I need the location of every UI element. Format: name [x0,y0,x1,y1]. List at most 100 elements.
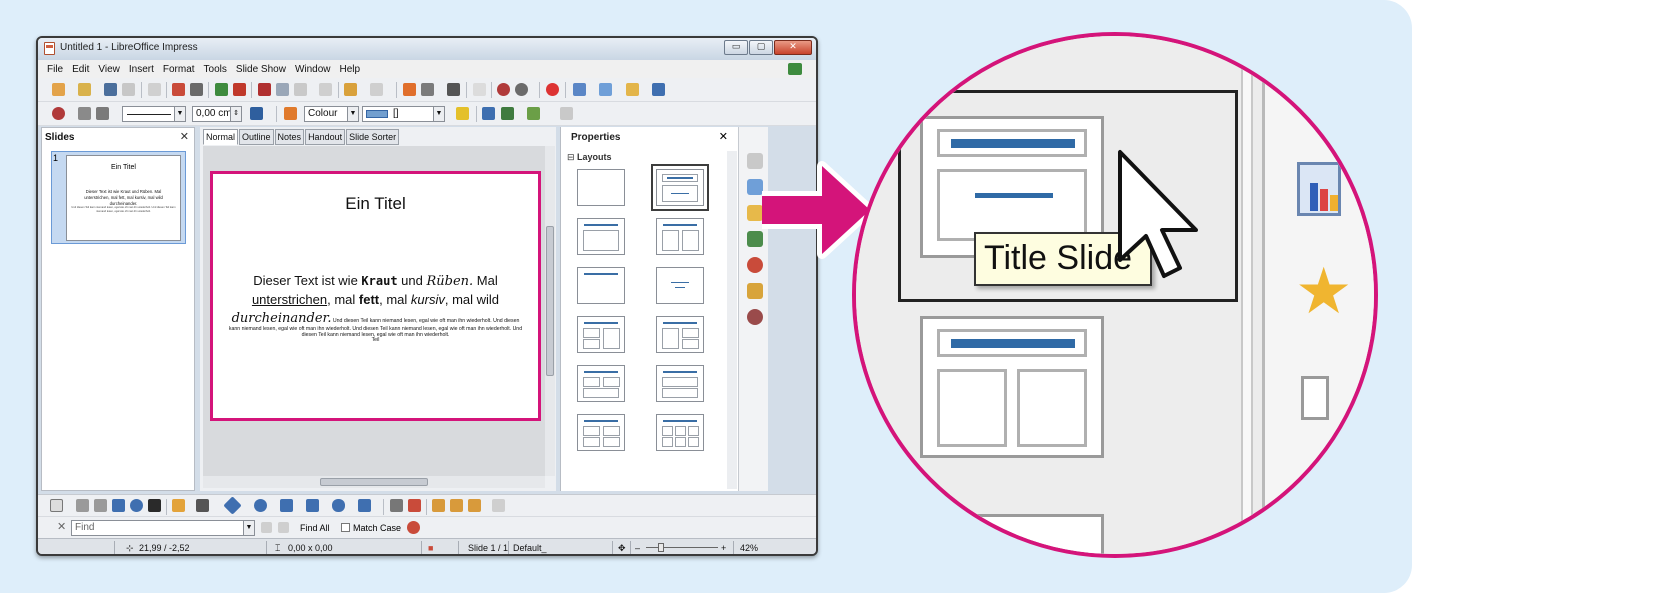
slides-pane-close-icon[interactable]: ✕ [179,130,189,143]
undo-icon[interactable] [344,83,357,96]
arrow-style-icon[interactable] [96,107,109,120]
fit-slide-icon[interactable]: ✥ [618,543,626,553]
layout-title-only[interactable] [577,267,625,304]
print-icon[interactable] [190,83,203,96]
find-all-button[interactable]: Find All [300,523,330,533]
paste-icon[interactable] [294,83,307,96]
menu-tools[interactable]: Tools [203,63,227,75]
close-button[interactable]: ✕ [774,40,812,55]
fontwork-icon[interactable] [432,499,445,512]
chart-icon[interactable] [403,83,416,96]
ellipse-tool-icon[interactable] [130,499,143,512]
menu-help[interactable]: Help [339,63,361,75]
slide-body-text[interactable]: Dieser Text ist wie Kraut und Rüben. Mal… [229,272,522,346]
extrusion-icon[interactable] [492,499,505,512]
tab-slide-sorter[interactable]: Slide Sorter [346,129,400,145]
select-mode-icon[interactable] [52,107,65,120]
line-arrow-tool-icon[interactable] [94,499,107,512]
menu-slide-show[interactable]: Slide Show [235,63,286,75]
layout-blank[interactable] [577,169,625,206]
zoom-out-button[interactable]: – [635,543,641,553]
from-file-icon[interactable] [450,499,463,512]
layout-title-content-2content[interactable] [656,316,704,353]
block-arrows-icon[interactable] [280,499,293,512]
layout-title-two-content[interactable] [656,218,704,255]
gallery-deck-icon[interactable] [747,283,763,299]
zoom-in-button[interactable]: + [721,543,727,553]
master-slides-deck-icon[interactable] [747,179,763,195]
area-style-select[interactable]: Colour▼ [304,106,359,122]
layout-title-6content[interactable] [656,414,704,451]
line-width-field[interactable]: 0,00 cm⇕ [192,106,242,122]
properties-close-icon[interactable]: ✕ [718,130,728,143]
show-draw-functions-icon[interactable] [497,83,510,96]
find-replace-icon[interactable] [407,521,420,534]
points-icon[interactable] [390,499,403,512]
tab-normal[interactable]: Normal [203,129,239,145]
menu-insert[interactable]: Insert [128,63,154,75]
styles-deck-icon[interactable] [747,257,763,273]
select-pointer-icon[interactable] [50,499,63,512]
layouts-section-header[interactable]: Layouts [567,152,612,163]
save-icon[interactable] [104,83,117,96]
glue-points-icon[interactable] [408,499,421,512]
open-folder-icon[interactable] [78,83,91,96]
layout-title-2content-over-content[interactable] [577,365,625,402]
match-case-checkbox[interactable] [341,523,350,532]
rectangle-tool-icon[interactable] [112,499,125,512]
find-previous-icon[interactable] [261,522,272,533]
properties-scrollbar[interactable] [727,151,737,489]
callouts-icon[interactable] [332,499,345,512]
custom-animation-deck-icon[interactable] [747,205,763,221]
new-document-icon[interactable] [52,83,65,96]
menu-view[interactable]: View [98,63,120,75]
tab-handout[interactable]: Handout [305,129,346,145]
connector-tool-icon[interactable] [196,499,209,512]
area-color-select[interactable]: []▼ [362,106,445,122]
slide-canvas[interactable]: Ein Titel Dieser Text ist wie Kraut und … [203,146,545,476]
slide[interactable]: Ein Titel Dieser Text ist wie Kraut und … [210,171,541,421]
export-pdf-icon[interactable] [172,83,185,96]
movie-icon[interactable] [447,83,460,96]
line-tool-icon[interactable] [76,499,89,512]
select-group-icon[interactable] [560,107,573,120]
text-tool-icon[interactable] [148,499,161,512]
line-icon[interactable] [78,107,91,120]
rotate-icon[interactable] [482,107,495,120]
zoom-icon[interactable] [515,83,528,96]
tab-outline[interactable]: Outline [239,129,274,145]
menu-format[interactable]: Format [162,63,195,75]
maximize-button[interactable]: ▢ [749,40,773,55]
line-style-select[interactable]: ▼ [122,106,186,122]
spellcheck-icon[interactable] [215,83,228,96]
grid-icon[interactable] [473,83,486,96]
basic-shapes-icon[interactable] [223,496,242,515]
slide-title[interactable]: Ein Titel [345,194,406,213]
slide-layout-icon[interactable] [573,83,586,96]
layout-title-content[interactable] [577,218,625,255]
clone-formatting-icon[interactable] [319,83,332,96]
magnified-layout-next[interactable] [920,514,1104,554]
layout-title-slide[interactable] [651,164,709,211]
layout-title-content-over-content[interactable] [656,365,704,402]
find-input[interactable]: Find▼ [71,520,255,536]
horizontal-scrollbar[interactable] [203,476,545,488]
magnified-layout-two-content[interactable] [920,316,1104,458]
status-zoom[interactable]: 42% [740,543,759,553]
flowchart-icon[interactable] [306,499,319,512]
shadow-icon[interactable] [456,107,469,120]
stars-icon[interactable] [358,499,371,512]
area-fill-icon[interactable] [284,107,297,120]
line-color-icon[interactable] [250,107,263,120]
redo-icon[interactable] [370,83,383,96]
minimize-button[interactable]: ▭ [724,40,748,55]
find-close-icon[interactable]: ✕ [57,520,67,533]
presentation-icon[interactable] [652,83,665,96]
navigator-deck-icon[interactable] [747,309,763,325]
find-next-icon[interactable] [278,522,289,533]
zoom-slider-handle[interactable] [658,543,664,552]
arrange-icon[interactable] [527,107,540,120]
title-bar[interactable]: Untitled 1 - LibreOffice Impress ▭ ▢ ✕ [38,38,816,60]
copy-icon[interactable] [276,83,289,96]
align-icon[interactable] [501,107,514,120]
